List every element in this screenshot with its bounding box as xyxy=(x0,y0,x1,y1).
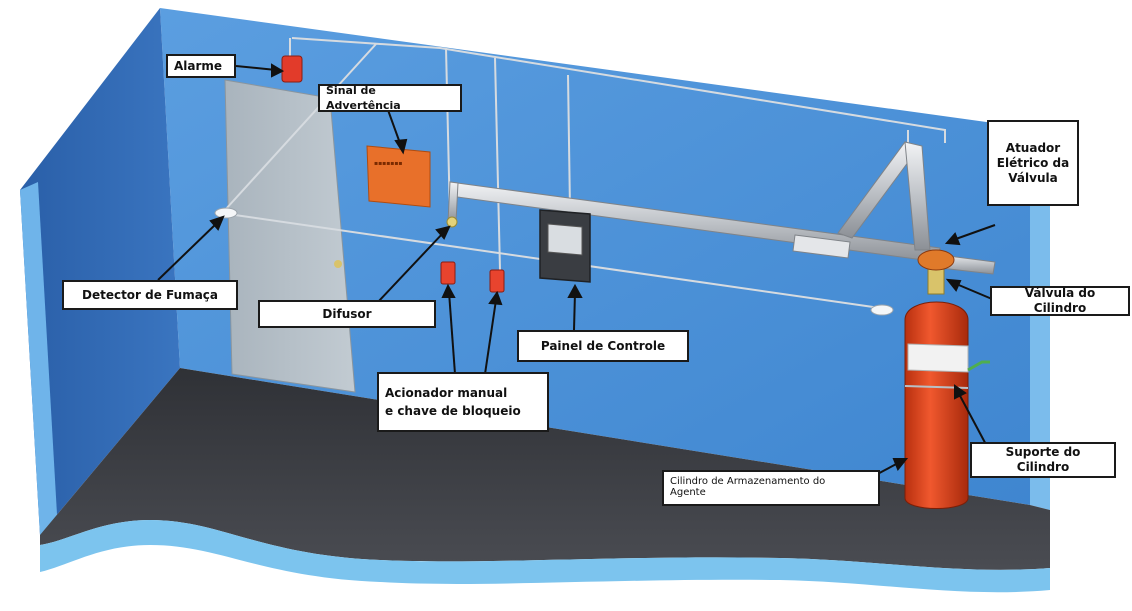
smoke-detector xyxy=(214,207,238,219)
floor-edge xyxy=(40,520,1050,593)
callout-atuador-eletrico: Atuador Elétrico da Válvula xyxy=(987,120,1079,206)
right-wall-edge xyxy=(1030,128,1050,510)
alarm-device xyxy=(281,55,303,83)
callout-cilindro-armazenamento: Cilindro de Armazenamento do Agente xyxy=(662,470,880,506)
manual-actuator xyxy=(440,261,456,285)
callout-valvula-cilindro: Válvula do Cilindro xyxy=(990,286,1130,316)
control-panel-screen xyxy=(547,223,583,256)
smoke-detector-2 xyxy=(870,304,894,316)
callout-painel-controle: Painel de Controle xyxy=(517,330,689,362)
warning-sign-text: ▪▪▪▪▪▪▪ xyxy=(374,160,403,167)
callout-detector-fumaca: Detector de Fumaça xyxy=(62,280,238,310)
callout-alarme: Alarme xyxy=(166,54,236,78)
left-wall-edge xyxy=(20,182,58,535)
callout-sinal-advertencia: Sinal de Advertência xyxy=(318,84,462,112)
lockout-switch xyxy=(489,269,505,293)
callout-acionador-manual: Acionador manual e chave de bloqueio xyxy=(377,372,549,432)
callout-suporte-cilindro: Suporte do Cilindro xyxy=(970,442,1116,478)
warning-sign xyxy=(366,145,431,208)
agent-cylinder xyxy=(904,249,990,509)
diffuser-nozzle xyxy=(446,216,458,228)
callout-arrows xyxy=(157,63,996,479)
door-knob xyxy=(334,260,342,268)
discharge-pipe xyxy=(447,141,996,275)
floor xyxy=(40,368,1050,570)
left-wall xyxy=(20,8,180,535)
callout-difusor: Difusor xyxy=(258,300,436,328)
